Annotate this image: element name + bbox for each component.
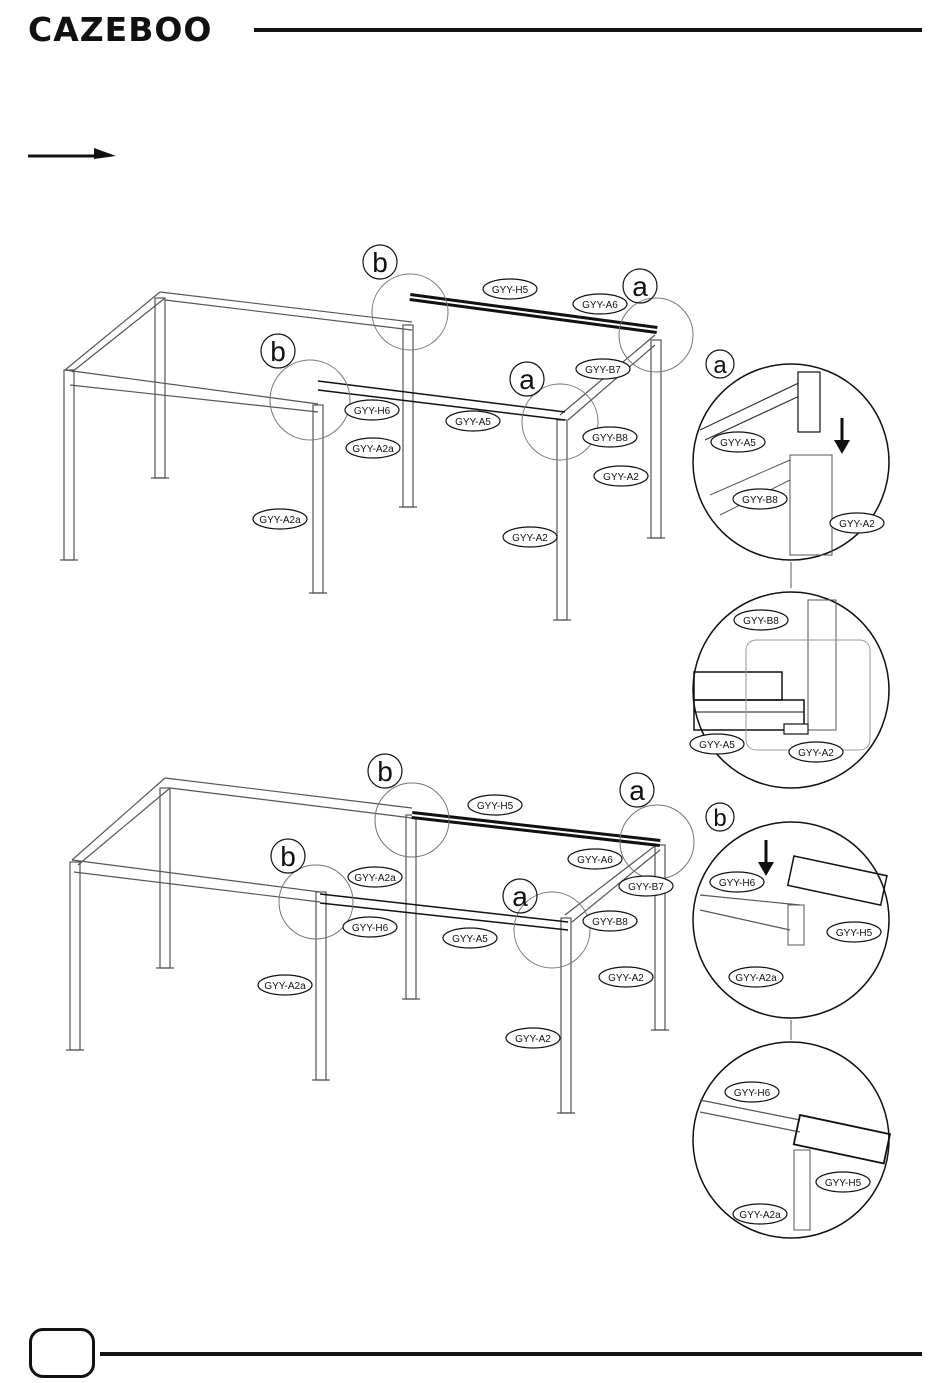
tag-a2-top2: GYY-A2 — [512, 533, 548, 544]
callout-a-top2: a — [519, 364, 535, 395]
tag-a2a-bot2: GYY-A2a — [264, 981, 306, 992]
tag-b8-bot: GYY-B8 — [592, 917, 628, 928]
tag-a2-detail1: GYY-A2 — [839, 519, 875, 530]
tag-a5-bot: GYY-A5 — [452, 934, 488, 945]
tag-a6-bot: GYY-A6 — [577, 855, 613, 866]
tag-h5-top: GYY-H5 — [492, 285, 529, 296]
callout-a-bot1: a — [629, 775, 645, 806]
tag-b7-top: GYY-B7 — [585, 365, 621, 376]
tag-a2-top1: GYY-A2 — [603, 472, 639, 483]
tag-a5-top: GYY-A5 — [455, 417, 491, 428]
tag-a5-detail1: GYY-A5 — [720, 438, 756, 449]
tag-b8-top: GYY-B8 — [592, 433, 628, 444]
tag-a5-detail2: GYY-A5 — [699, 740, 735, 751]
detail-b-upper — [693, 822, 889, 1018]
tag-b8-detail1: GYY-B8 — [742, 495, 778, 506]
tag-a2a-detail1: GYY-A2a — [735, 973, 777, 984]
tag-h5-bot: GYY-H5 — [477, 801, 514, 812]
tag-a6-top: GYY-A6 — [582, 300, 618, 311]
callout-b-detail1: b — [713, 805, 726, 832]
tag-a2a-detail2: GYY-A2a — [739, 1210, 781, 1221]
tag-a2a-top1: GYY-A2a — [352, 444, 394, 455]
tag-h5-detail2: GYY-H5 — [825, 1178, 862, 1189]
detail-a-lower — [693, 592, 889, 788]
footer-rule — [100, 1352, 922, 1356]
tag-a2-detail2: GYY-A2 — [798, 748, 834, 759]
tag-a2a-top2: GYY-A2a — [259, 515, 301, 526]
callout-a-bot2: a — [512, 881, 528, 912]
page-number-box — [29, 1328, 95, 1378]
callout-b-top1: b — [372, 247, 388, 278]
callout-b-bot2: b — [280, 841, 296, 872]
tag-h5-detail1: GYY-H5 — [836, 928, 873, 939]
tag-b8-detail2: GYY-B8 — [743, 616, 779, 627]
tag-h6-detail2: GYY-H6 — [734, 1088, 771, 1099]
tag-b7-bot: GYY-B7 — [628, 882, 664, 893]
tag-h6-detail1: GYY-H6 — [719, 878, 756, 889]
tag-a2a-bot1: GYY-A2a — [354, 873, 396, 884]
callout-b-top2: b — [270, 336, 286, 367]
frame-bottom — [66, 778, 669, 1113]
callout-a-detail1: a — [713, 352, 727, 379]
tag-h6-top: GYY-H6 — [354, 406, 391, 417]
tag-a2-bot2: GYY-A2 — [515, 1034, 551, 1045]
callout-b-bot1: b — [377, 756, 393, 787]
detail-b-lower — [693, 1042, 890, 1238]
tag-a2-bot1: GYY-A2 — [608, 973, 644, 984]
tag-h6-bot: GYY-H6 — [352, 923, 389, 934]
callout-a-top1: a — [632, 271, 648, 302]
